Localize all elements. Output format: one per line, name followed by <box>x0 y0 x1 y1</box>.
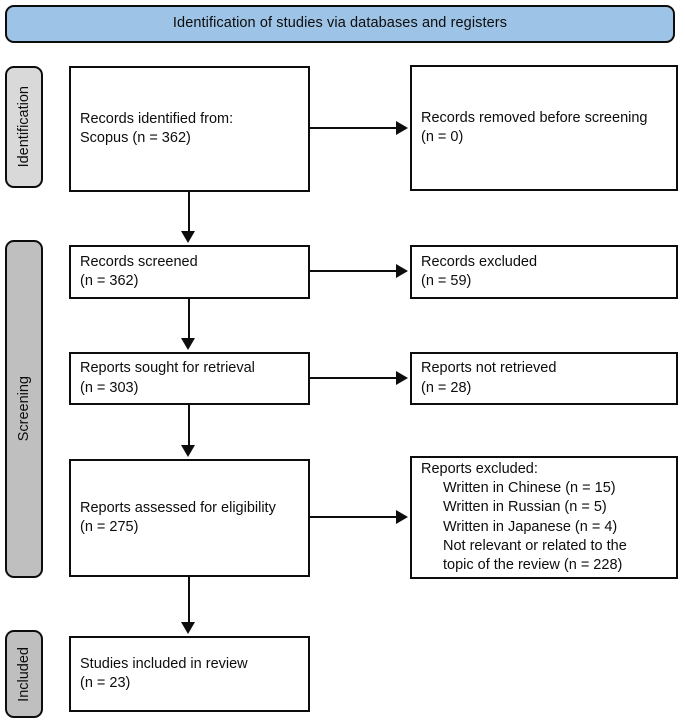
header-banner-title: Identification of studies via databases … <box>172 15 508 32</box>
stage-label-screening-text: Screening <box>15 376 32 442</box>
box-records-screened: Records screened (n = 362) <box>69 245 310 299</box>
box-records-screened-text: Records screened (n = 362) <box>80 253 198 289</box>
connector-identified-to-screened-line <box>188 192 190 233</box>
box-records-removed: Records removed before screening (n = 0) <box>410 65 678 191</box>
reports-excluded-item: Written in Japanese (n = 4) <box>443 518 618 535</box>
box-reports-excluded: Reports excluded: Written in Chinese (n … <box>410 456 678 579</box>
arrow-right-icon <box>396 264 408 278</box>
reports-excluded-heading: Reports excluded: <box>421 460 538 477</box>
connector-screened-to-sought-line <box>188 299 190 340</box>
box-reports-assessed-text: Reports assessed for eligibility (n = 27… <box>80 499 276 535</box>
box-records-identified-text: Records identified from: Scopus (n = 362… <box>80 110 234 146</box>
box-records-excluded-text: Records excluded (n = 59) <box>421 253 538 289</box>
box-reports-not-retrieved: Reports not retrieved (n = 28) <box>410 352 678 405</box>
box-studies-included-text: Studies included in review (n = 23) <box>80 655 248 691</box>
stage-label-screening: Screening <box>5 240 43 578</box>
arrow-down-icon <box>181 622 195 634</box>
connector-sought-to-assessed-line <box>188 405 190 447</box>
arrow-down-icon <box>181 338 195 350</box>
reports-excluded-list: Reports excluded: Written in Chinese (n … <box>421 460 627 576</box>
box-records-identified: Records identified from: Scopus (n = 362… <box>69 66 310 192</box>
box-reports-sought: Reports sought for retrieval (n = 303) <box>69 352 310 405</box>
stage-label-included-text: Included <box>15 646 32 702</box>
box-records-excluded: Records excluded (n = 59) <box>410 245 678 299</box>
arrow-down-icon <box>181 445 195 457</box>
reports-excluded-item: Written in Russian (n = 5) <box>443 499 607 516</box>
header-banner: Identification of studies via databases … <box>5 5 675 43</box>
box-records-removed-text: Records removed before screening (n = 0) <box>421 109 648 145</box>
connector-assessed-to-included-line <box>188 577 190 624</box>
box-studies-included: Studies included in review (n = 23) <box>69 636 310 712</box>
connector-identified-to-removed-line <box>310 127 398 129</box>
box-reports-not-retrieved-text: Reports not retrieved (n = 28) <box>421 360 557 396</box>
reports-excluded-item: Written in Chinese (n = 15) <box>443 479 616 496</box>
connector-assessed-to-reports-excluded-line <box>310 516 398 518</box>
arrow-down-icon <box>181 231 195 243</box>
reports-excluded-item: Not relevant or related to the topic of … <box>443 537 627 574</box>
arrow-right-icon <box>396 510 408 524</box>
box-reports-sought-text: Reports sought for retrieval (n = 303) <box>80 360 255 396</box>
arrow-right-icon <box>396 371 408 385</box>
connector-sought-to-notretrieved-line <box>310 377 398 379</box>
connector-screened-to-excluded-line <box>310 270 398 272</box>
arrow-right-icon <box>396 121 408 135</box>
stage-label-included: Included <box>5 630 43 718</box>
stage-label-identification-text: Identification <box>15 86 32 168</box>
stage-label-identification: Identification <box>5 66 43 188</box>
box-reports-assessed: Reports assessed for eligibility (n = 27… <box>69 459 310 577</box>
